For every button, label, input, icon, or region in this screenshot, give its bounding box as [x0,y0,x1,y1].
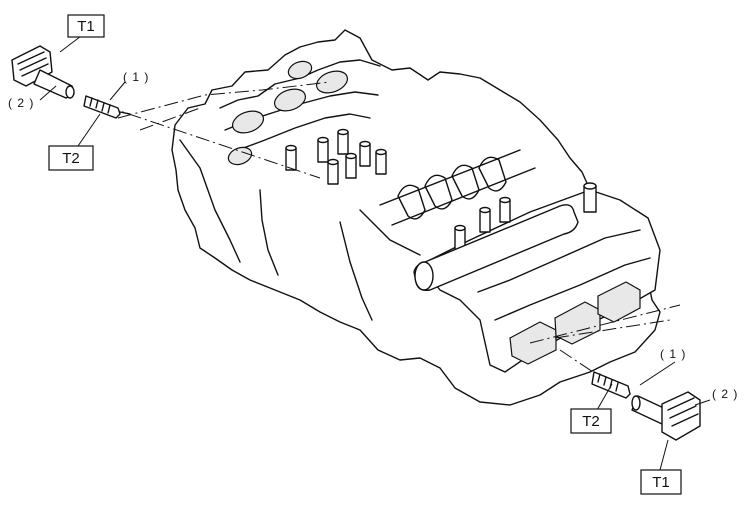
callout-1-upper: ( 1 ) [123,70,149,84]
label-t1-upper: T1 [67,14,105,38]
callout-2-lower: ( 2 ) [712,387,738,401]
label-t2-upper: T2 [48,145,94,171]
label-t1-lower: T1 [640,469,682,495]
label-t1-upper-text: T1 [77,18,95,35]
label-t2-lower: T2 [570,408,612,434]
label-t2-lower-text: T2 [582,413,600,430]
callout-1-lower: ( 1 ) [660,347,686,361]
callout-2-upper: ( 2 ) [8,96,34,110]
alignment-lines [104,81,681,381]
label-t2-upper-text: T2 [62,150,80,167]
spark-plug-upper [83,95,131,119]
cylinder-head-lower [419,182,661,373]
label-t1-lower-text: T1 [652,474,670,491]
cylinder-bosses [285,128,387,185]
ignition-coil-lower [631,391,701,441]
leader-lines [39,32,711,471]
engine-block [171,29,661,406]
intake-runners [379,149,536,226]
ignition-coil-upper [11,45,75,99]
